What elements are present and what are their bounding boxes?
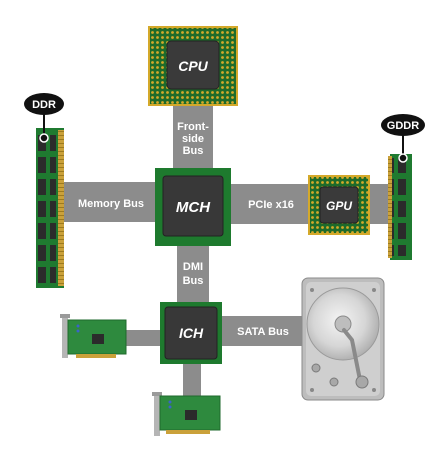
ddr-tag: DDR	[24, 93, 64, 143]
memory-bus	[60, 182, 164, 222]
gddr-tag: GDDR	[381, 114, 425, 163]
fsb-label-line1: Front-	[177, 121, 209, 133]
cpu-label: CPU	[178, 58, 208, 74]
dmi-label-line2: Bus	[183, 275, 204, 287]
front-side-bus	[173, 104, 213, 176]
sata-bus	[218, 316, 306, 346]
mch-label: MCH	[176, 199, 211, 216]
gddr-memory-module	[388, 154, 412, 260]
memory-bus-label: Memory Bus	[78, 198, 144, 210]
dmi-label-line1: DMI	[183, 261, 203, 273]
ich-chip: ICH	[160, 302, 222, 364]
cpu-chip: CPU	[148, 26, 238, 106]
ddr-memory-module	[36, 128, 64, 288]
ich-label: ICH	[179, 325, 204, 341]
sata-bus-label: SATA Bus	[237, 326, 289, 338]
fsb-label-line3: Bus	[183, 145, 204, 157]
ddr-tag-label: DDR	[32, 99, 56, 111]
pcie-bus-label: PCIe x16	[248, 199, 294, 211]
fsb-label-line2: side	[182, 133, 204, 145]
dmi-bus	[177, 244, 209, 304]
expansion-card-bottom	[152, 392, 221, 436]
gddr-tag-label: GDDR	[387, 120, 419, 132]
gpu-label: GPU	[326, 199, 352, 213]
hard-disk-drive	[301, 277, 385, 401]
ich-to-card-bus	[124, 330, 164, 346]
gpu-chip: GPU	[308, 175, 370, 235]
expansion-card-left	[60, 314, 127, 358]
mch-chip: MCH	[155, 168, 231, 246]
